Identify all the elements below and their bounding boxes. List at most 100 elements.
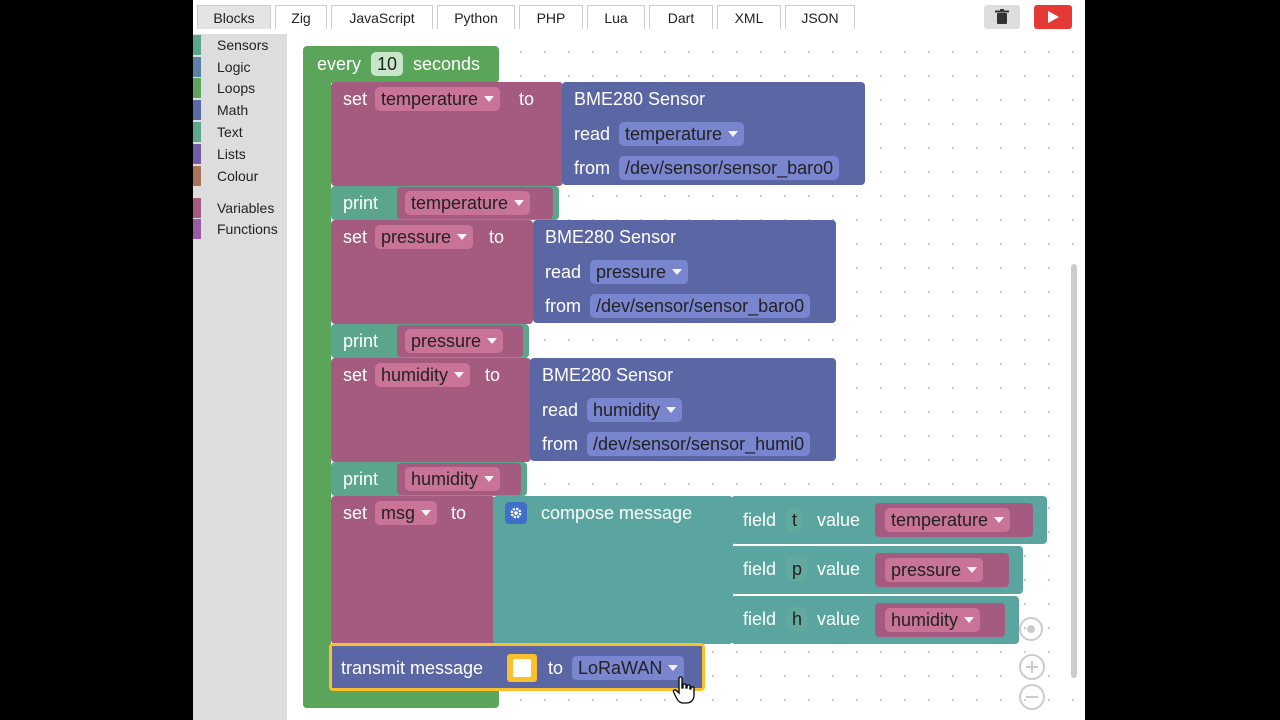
variable-getter[interactable]: temperature <box>397 187 553 219</box>
read-value: humidity <box>593 399 661 420</box>
category-functions[interactable]: Functions <box>193 219 278 239</box>
from-label: from <box>542 434 578 454</box>
minus-icon[interactable] <box>1019 684 1045 710</box>
read-dropdown[interactable]: temperature <box>619 122 745 146</box>
field-key[interactable]: h <box>787 607 808 631</box>
tab-blocks[interactable]: Blocks <box>197 5 271 29</box>
variable-dropdown[interactable]: temperature <box>375 87 501 111</box>
category-sensors[interactable]: Sensors <box>193 35 268 55</box>
interval-field[interactable]: 10 <box>371 52 404 76</box>
tab-json[interactable]: JSON <box>785 5 855 29</box>
set-humidity-block[interactable]: set humidity to <box>331 358 531 462</box>
category-colour[interactable]: Colour <box>193 166 258 186</box>
variable-getter[interactable]: temperature <box>875 503 1033 537</box>
category-variables[interactable]: Variables <box>193 198 274 218</box>
read-label: read <box>545 262 582 282</box>
read-label: read <box>542 400 579 420</box>
to-label: to <box>451 503 467 523</box>
category-lists[interactable]: Lists <box>193 144 246 164</box>
every-seconds-block[interactable]: every 10 seconds <box>303 46 499 83</box>
variable-dropdown[interactable]: humidity <box>375 363 471 387</box>
variable-name: humidity <box>381 364 449 385</box>
field-block[interactable]: field p value pressure <box>731 546 1023 594</box>
plus-icon[interactable] <box>1019 654 1045 680</box>
field-block[interactable]: field t value temperature <box>731 496 1047 544</box>
bme280-sensor-block[interactable]: BME280 Sensor read temperature from /dev… <box>562 82 865 185</box>
hand-pointer-icon <box>672 676 695 704</box>
every-label: every <box>317 54 362 74</box>
from-field[interactable]: /dev/sensor/sensor_baro0 <box>590 294 811 318</box>
gear-icon[interactable] <box>505 502 527 524</box>
compose-message-block[interactable]: compose message <box>493 496 733 644</box>
from-field[interactable]: /dev/sensor/sensor_baro0 <box>619 156 840 180</box>
variable-getter[interactable]: humidity <box>397 463 521 495</box>
variable-name: temperature <box>891 509 989 530</box>
target-dropdown[interactable]: LoRaWAN <box>572 656 685 680</box>
variable-dropdown[interactable]: msg <box>375 501 438 525</box>
sensor-label: BME280 Sensor <box>574 89 706 109</box>
field-label: field <box>743 609 777 629</box>
chevron-down-icon <box>967 567 978 573</box>
variable-getter[interactable]: pressure <box>875 553 1009 587</box>
value-label: value <box>817 609 861 629</box>
code-tab-bar: Blocks Zig JavaScript Python PHP Lua Dar… <box>193 0 1085 35</box>
tab-xml[interactable]: XML <box>717 5 781 29</box>
tab-javascript[interactable]: JavaScript <box>331 5 433 29</box>
category-label: Lists <box>217 146 246 162</box>
tab-lua[interactable]: Lua <box>587 5 645 29</box>
to-label: to <box>519 89 535 109</box>
read-dropdown[interactable]: pressure <box>590 260 689 284</box>
category-label: Math <box>217 102 249 118</box>
tab-python[interactable]: Python <box>437 5 515 29</box>
run-button[interactable] <box>1034 5 1072 29</box>
variable-name: temperature <box>381 88 479 109</box>
tab-dart[interactable]: Dart <box>649 5 713 29</box>
category-math[interactable]: Math <box>193 100 248 120</box>
category-label: Colour <box>217 168 259 184</box>
category-loops[interactable]: Loops <box>193 78 255 98</box>
field-key[interactable]: t <box>787 508 803 532</box>
variable-name: humidity <box>411 468 479 489</box>
from-field[interactable]: /dev/sensor/sensor_humi0 <box>587 432 811 456</box>
chevron-down-icon <box>421 510 432 516</box>
print-temperature-block[interactable]: print temperature <box>331 186 559 220</box>
transmit-message-block[interactable]: transmit message to LoRaWAN <box>329 643 705 691</box>
read-value: temperature <box>625 123 723 144</box>
variable-name: msg <box>381 502 416 523</box>
bme280-sensor-block[interactable]: BME280 Sensor read pressure from /dev/se… <box>533 220 836 323</box>
set-pressure-block[interactable]: set pressure to <box>331 220 533 324</box>
set-label: set <box>343 227 368 247</box>
print-humidity-block[interactable]: print humidity <box>331 462 527 496</box>
workspace-scrollbar[interactable] <box>1071 264 1077 678</box>
field-block[interactable]: field h value humidity <box>731 596 1019 644</box>
crosshair-icon[interactable] <box>1019 617 1043 641</box>
read-dropdown[interactable]: humidity <box>587 398 683 422</box>
set-temperature-block[interactable]: set temperature to <box>331 82 563 186</box>
workspace[interactable]: every 10 seconds set temperature to BME2… <box>287 34 1085 720</box>
tab-zig[interactable]: Zig <box>275 5 327 29</box>
field-key[interactable]: p <box>787 557 808 581</box>
chevron-down-icon <box>484 476 495 482</box>
from-label: from <box>574 158 610 178</box>
chevron-down-icon <box>672 269 683 275</box>
chevron-down-icon <box>487 338 498 344</box>
category-text[interactable]: Text <box>193 122 243 142</box>
sensor-label: BME280 Sensor <box>545 227 677 247</box>
chevron-down-icon <box>964 617 975 623</box>
variable-name: humidity <box>891 609 959 630</box>
read-value: pressure <box>596 261 667 282</box>
bme280-sensor-block[interactable]: BME280 Sensor read humidity from /dev/se… <box>530 358 836 461</box>
category-label: Functions <box>217 221 278 237</box>
trash-button[interactable] <box>984 5 1020 29</box>
variable-getter[interactable]: humidity <box>875 603 1005 637</box>
chevron-down-icon <box>994 517 1005 523</box>
field-label: field <box>743 510 777 530</box>
variable-getter[interactable]: pressure <box>397 325 523 357</box>
category-logic[interactable]: Logic <box>193 57 250 77</box>
chevron-down-icon <box>454 372 465 378</box>
set-msg-block[interactable]: set msg to <box>331 496 495 644</box>
variable-dropdown[interactable]: pressure <box>375 225 474 249</box>
tab-php[interactable]: PHP <box>519 5 583 29</box>
empty-input-slot[interactable] <box>507 654 537 682</box>
print-pressure-block[interactable]: print pressure <box>331 324 529 358</box>
